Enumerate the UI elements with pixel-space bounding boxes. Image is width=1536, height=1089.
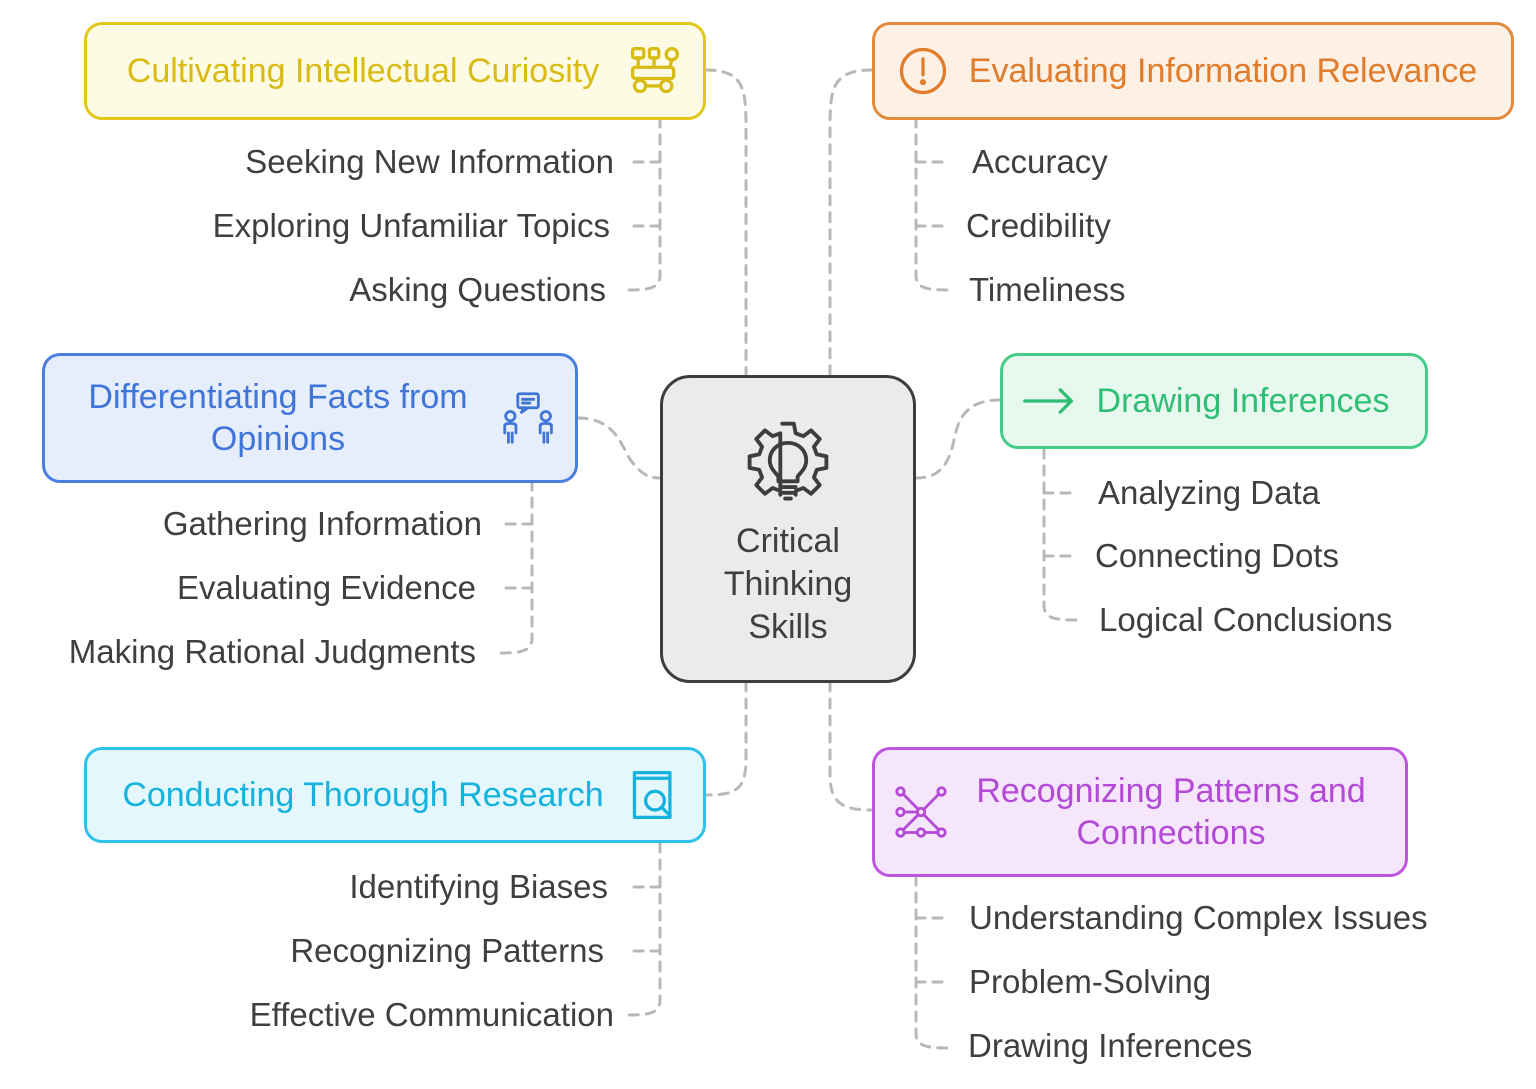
branch-title: Differentiating Facts from Opinions xyxy=(88,378,468,458)
list-item: Making Rational Judgments xyxy=(68,633,476,670)
list-item: Exploring Unfamiliar Topics xyxy=(212,207,610,244)
branch-title: Recognizing Patterns and Connections xyxy=(976,772,1366,852)
exclamation-circle-icon xyxy=(893,41,953,101)
branch-recognizing-patterns-and-connections: Recognizing Patterns and Connections xyxy=(872,747,1408,877)
people-discussion-icon xyxy=(499,388,559,448)
list-item: Identifying Biases xyxy=(349,868,608,905)
book-search-icon xyxy=(625,765,685,825)
branch-title: Drawing Inferences xyxy=(1096,382,1390,420)
branch-title: Conducting Thorough Research xyxy=(122,776,604,814)
branch-title: Evaluating Information Relevance xyxy=(968,52,1478,90)
list-item: Recognizing Patterns xyxy=(290,932,604,969)
branch-title: Cultivating Intellectual Curiosity xyxy=(126,52,600,90)
list-item: Accuracy xyxy=(972,143,1108,180)
robot-rover-icon xyxy=(625,41,685,101)
list-item: Logical Conclusions xyxy=(1099,601,1393,638)
center-node: Critical Thinking Skills xyxy=(660,375,916,683)
branch-differentiating-facts-from-opinions: Differentiating Facts from Opinions xyxy=(42,353,578,483)
branch-cultivating-intellectual-curiosity: Cultivating Intellectual Curiosity xyxy=(84,22,706,120)
network-nodes-icon xyxy=(891,782,951,842)
list-item: Understanding Complex Issues xyxy=(969,899,1428,936)
branch-conducting-thorough-research: Conducting Thorough Research xyxy=(84,747,706,843)
list-item: Gathering Information xyxy=(162,505,482,542)
list-item: Problem-Solving xyxy=(969,963,1212,1000)
list-item: Asking Questions xyxy=(349,271,606,308)
center-title: Critical Thinking Skills xyxy=(723,522,853,646)
list-item: Credibility xyxy=(966,207,1111,244)
gear-lightbulb-icon xyxy=(747,421,829,501)
arrow-right-icon xyxy=(1019,371,1079,431)
list-item: Drawing Inferences xyxy=(968,1027,1253,1064)
list-item: Analyzing Data xyxy=(1098,474,1320,511)
branch-drawing-inferences: Drawing Inferences xyxy=(1000,353,1428,449)
list-item: Evaluating Evidence xyxy=(176,569,476,606)
list-item: Connecting Dots xyxy=(1095,537,1339,574)
list-item: Effective Communication xyxy=(249,996,614,1033)
list-item: Timeliness xyxy=(969,271,1126,308)
list-item: Seeking New Information xyxy=(245,143,614,180)
branch-evaluating-information-relevance: Evaluating Information Relevance xyxy=(872,22,1514,120)
